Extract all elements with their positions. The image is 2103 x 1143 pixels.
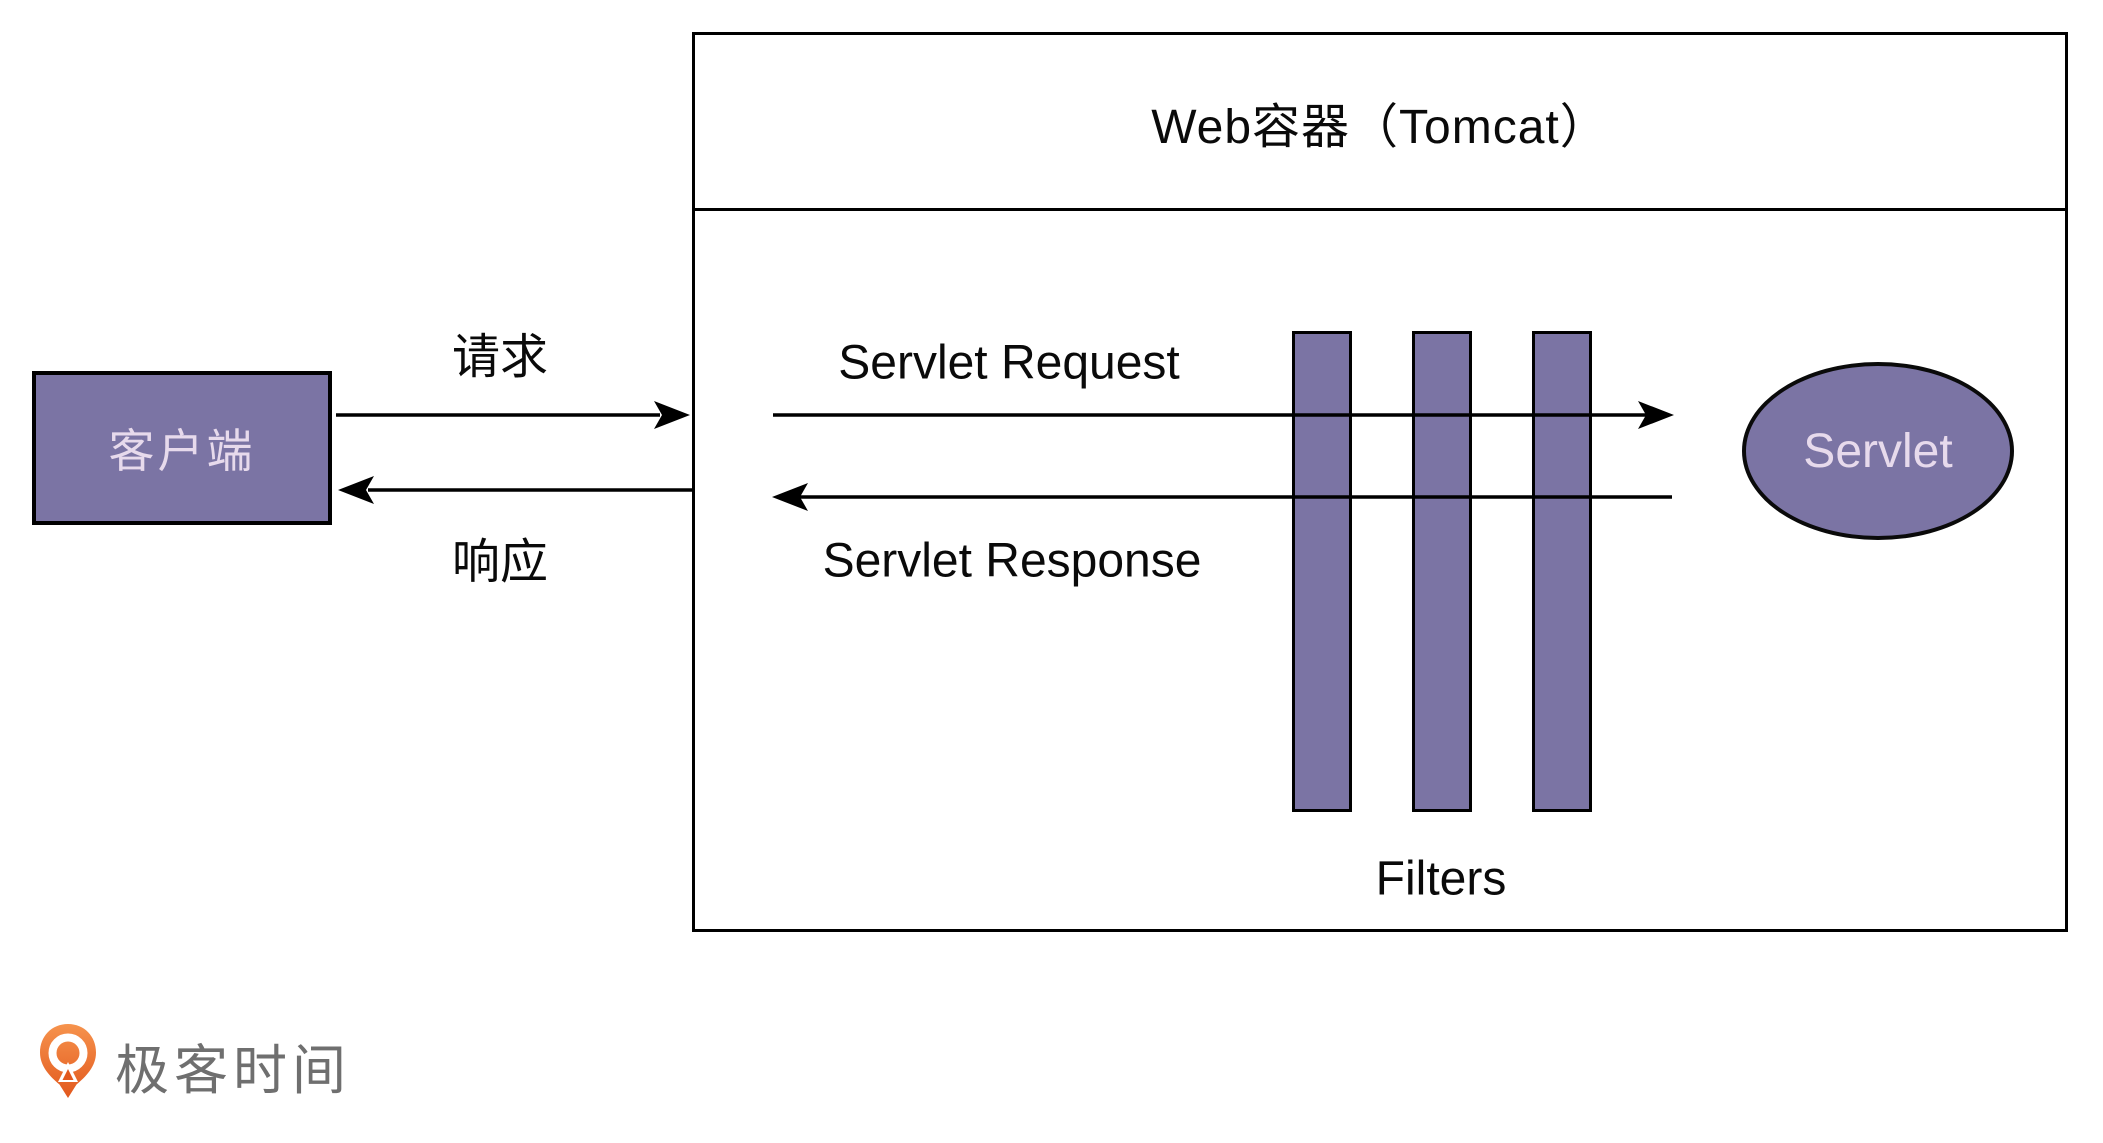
geek-time-logo: 极客时间 [37, 1022, 351, 1108]
servlet-ellipse: Servlet [1742, 362, 2014, 540]
request-label: 请求 [451, 331, 549, 384]
response-label: 响应 [451, 536, 549, 589]
filters-label: Filters [1375, 852, 1507, 906]
response-arrow [338, 476, 692, 504]
filter-bar-3 [1532, 331, 1592, 812]
servlet-request-label: Servlet Request [838, 336, 1180, 390]
web-container-header: Web容器（Tomcat） [695, 35, 2065, 211]
servlet-response-label: Servlet Response [822, 534, 1202, 588]
geek-time-pin-icon [40, 1024, 96, 1098]
request-arrow [336, 401, 690, 429]
web-container-title: Web容器（Tomcat） [1151, 100, 1609, 154]
brand-text: 极客时间 [115, 1040, 351, 1101]
client-box: 客户端 [32, 371, 332, 525]
filter-bar-2 [1412, 331, 1472, 812]
filter-bar-1 [1292, 331, 1352, 812]
client-label: 客户端 [108, 425, 256, 477]
servlet-label: Servlet [1803, 424, 1953, 478]
